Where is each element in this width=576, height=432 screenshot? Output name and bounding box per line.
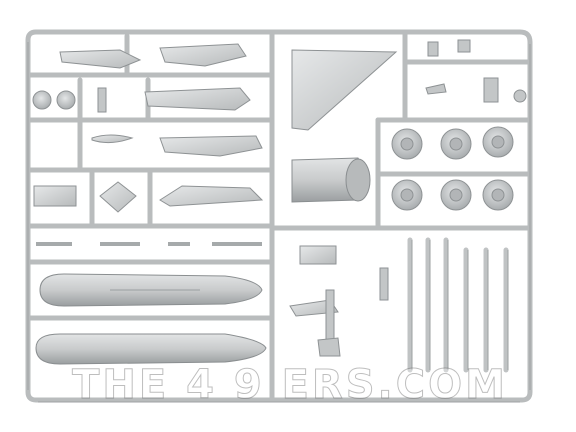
gear-legs (289, 245, 389, 357)
parts-top-right (425, 39, 527, 103)
intake-cylinder (291, 157, 371, 203)
drop-tank-upper (39, 273, 263, 307)
drop-tank-lower (35, 333, 267, 365)
parts-top-left (32, 43, 264, 246)
pylon-rods (407, 237, 509, 373)
landing-wheels (391, 126, 514, 211)
tail-fin (291, 49, 398, 131)
watermark-text: THE 4 9 ERS.COM (72, 362, 508, 409)
sprue-frame (25, 29, 533, 403)
